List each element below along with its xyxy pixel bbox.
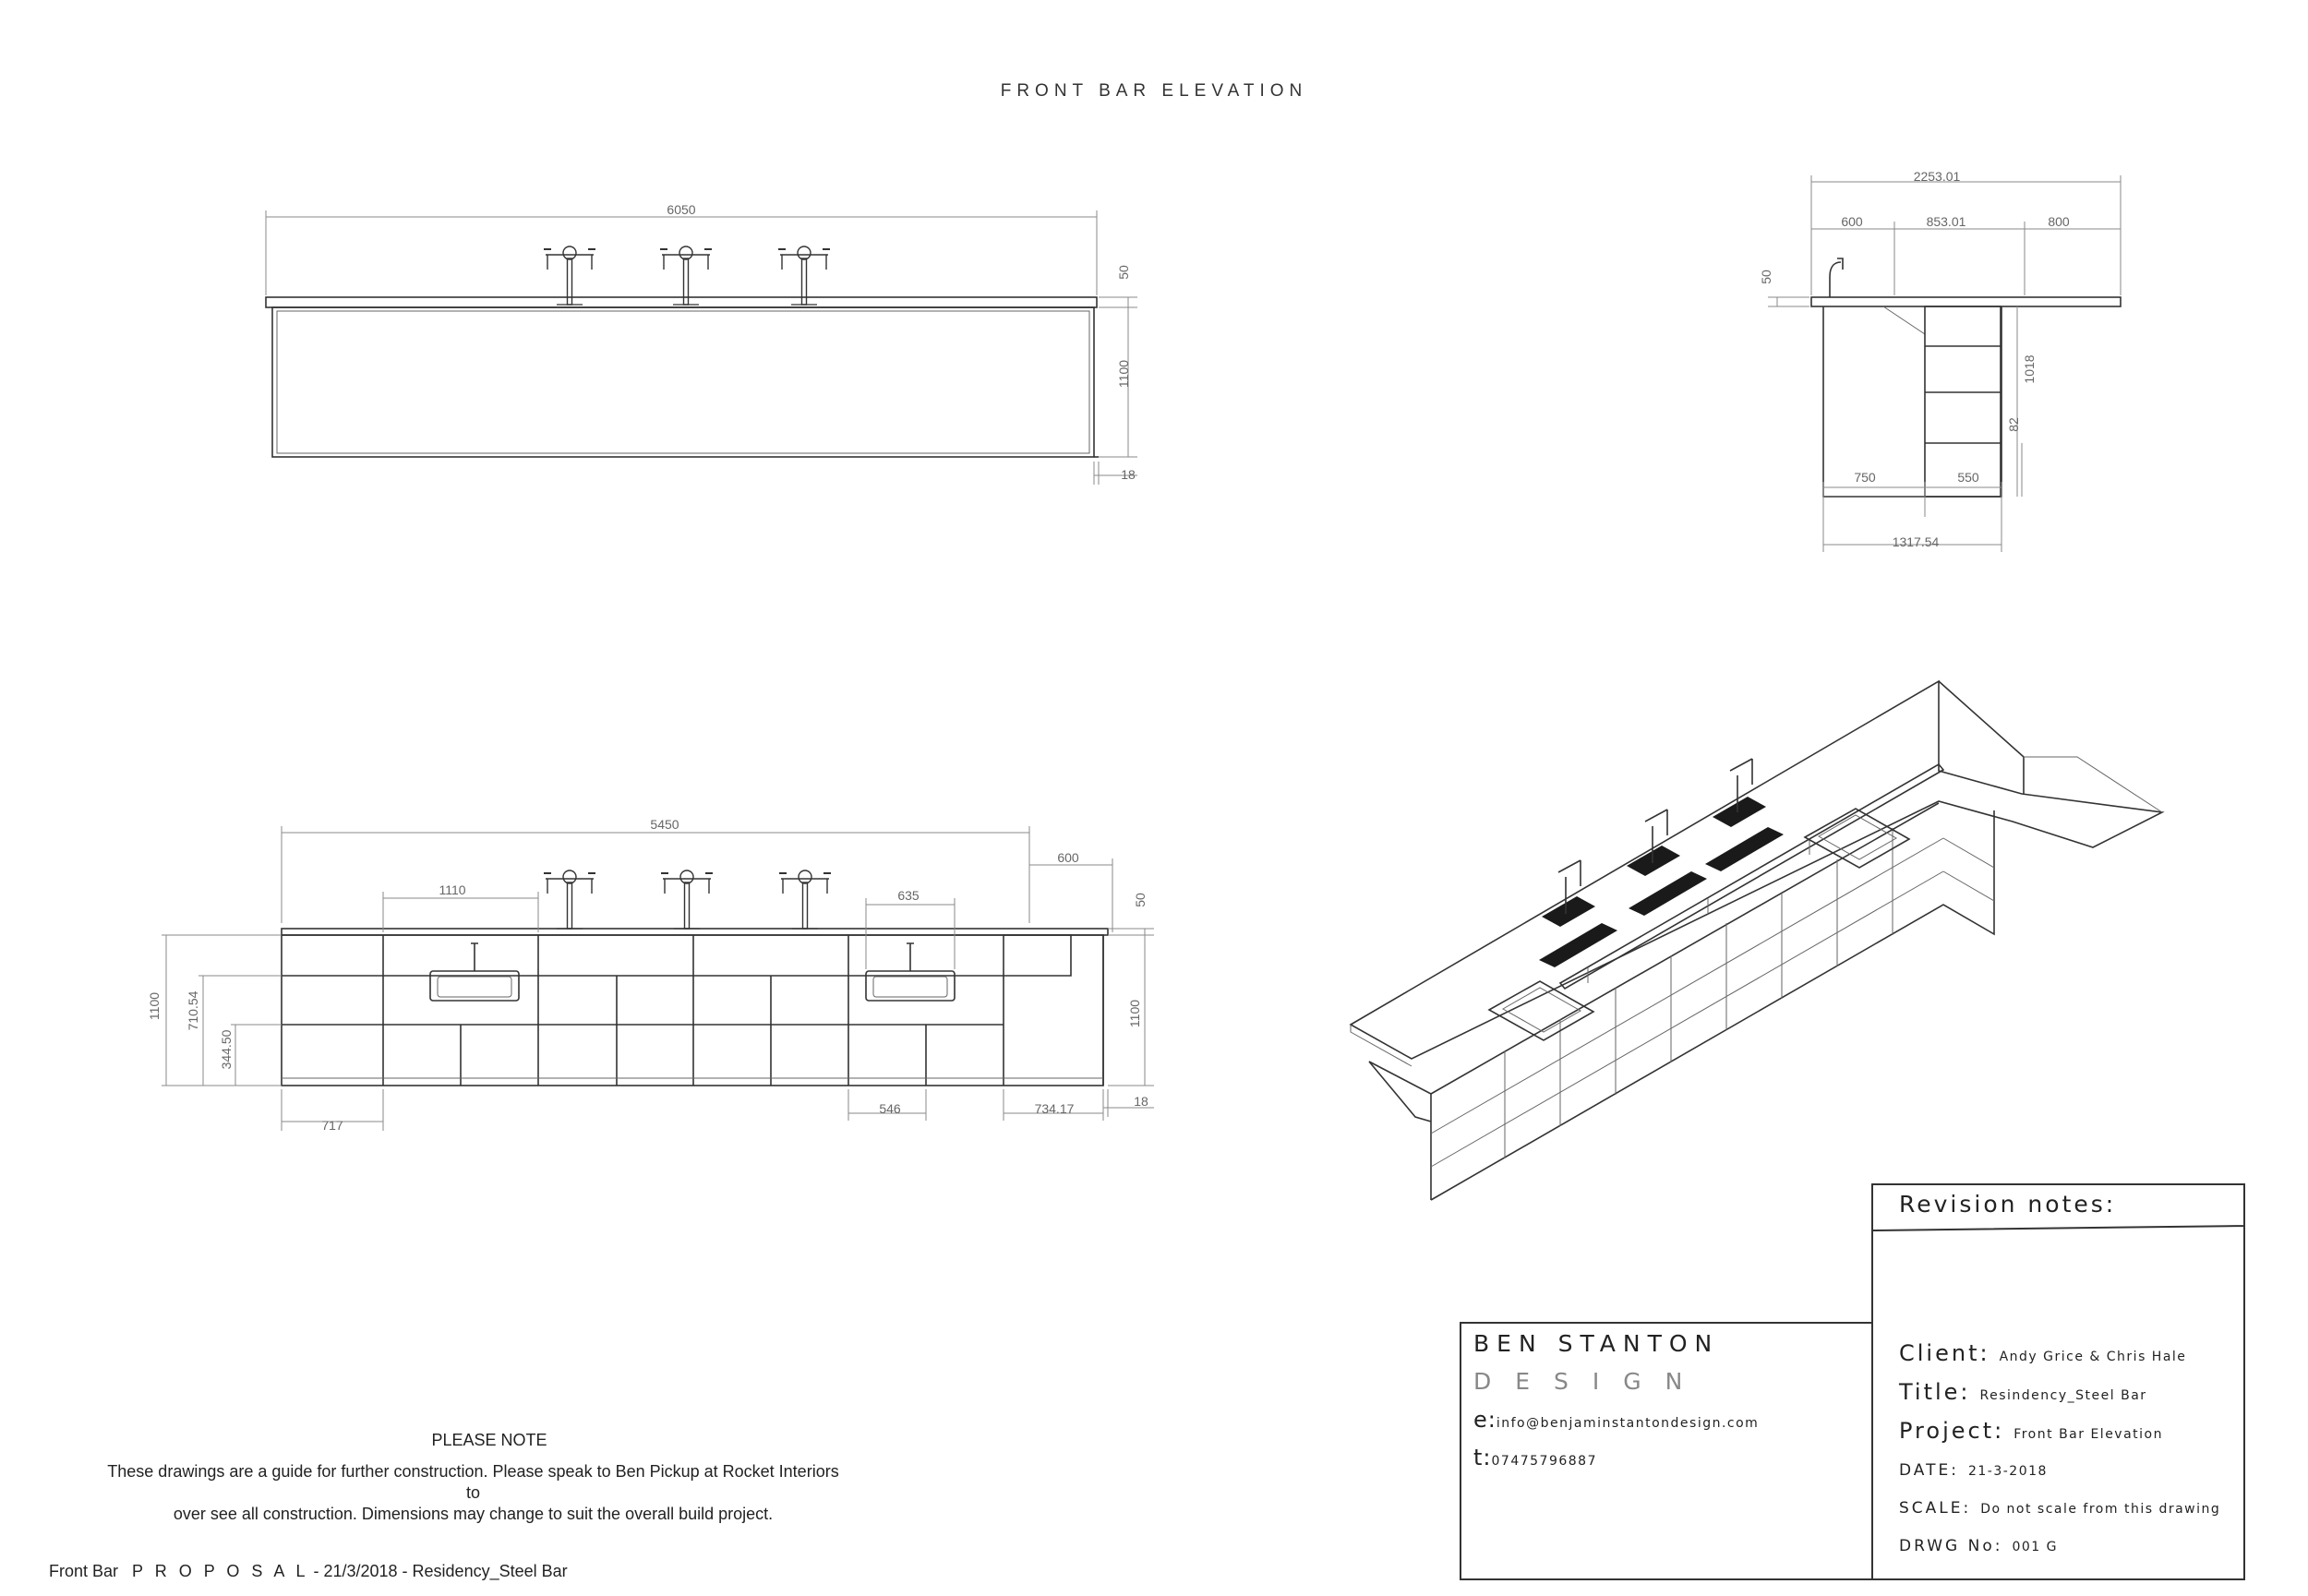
dim-side-d: 750 (1854, 470, 1876, 485)
drwg-row: DRWG No: 001 G (1899, 1537, 2058, 1555)
note-line-1: These drawings are a guide for further c… (107, 1462, 839, 1502)
project-key: Project: (1899, 1418, 2005, 1444)
side-dims-text: 2253.01 600 853.01 800 50 1018 82 750 55… (1759, 169, 2070, 549)
client-key: Client: (1899, 1340, 1990, 1366)
dim-rear-g: 18 (1134, 1094, 1148, 1109)
dim-front-overall: 6050 (667, 202, 695, 217)
project-value: Front Bar Elevation (2013, 1427, 2163, 1442)
dim-front-height: 1100 (1116, 360, 1131, 388)
dim-rear-h: 1100 (147, 992, 162, 1020)
dim-side-top: 50 (1759, 270, 1773, 284)
dim-side-base: 1317.54 (1893, 534, 1940, 549)
dim-side-e: 550 (1957, 470, 1979, 485)
note-line-2: over see all construction. Dimensions ma… (173, 1505, 774, 1523)
footer-left: Front Bar (49, 1562, 119, 1580)
phone-row: t:07475796887 (1473, 1445, 1597, 1470)
dim-rear-h2: 710.54 (186, 990, 200, 1030)
dim-rear-f: 734.17 (1035, 1101, 1075, 1116)
note-heading: PLEASE NOTE (431, 1431, 547, 1449)
title-row: Title: Resindency_Steel Bar (1899, 1379, 2147, 1405)
footer-rest: - 21/3/2018 - Residency_Steel Bar (313, 1562, 568, 1580)
dim-side-overall: 2253.01 (1914, 169, 1961, 184)
front-dims-text: 6050 50 1100 18 (667, 202, 1136, 482)
dim-rear-d: 717 (321, 1118, 343, 1133)
scale-value: Do not scale from this drawing (1980, 1502, 2221, 1517)
email-row: e:info@benjaminstantondesign.com (1473, 1407, 1759, 1433)
brand-line-2: DESIGN (1473, 1368, 1707, 1395)
revision-notes-label: Revision notes: (1899, 1191, 2117, 1218)
side-elevation (1768, 175, 2122, 552)
phone-value: 07475796887 (1491, 1454, 1597, 1469)
email-key: e: (1473, 1407, 1497, 1433)
note-body: These drawings are a guide for further c… (102, 1461, 845, 1525)
dim-rear-top: 50 (1133, 893, 1148, 907)
date-row: DATE: 21-3-2018 (1899, 1461, 2048, 1480)
footer-proposal: P R O P O S A L (132, 1562, 309, 1580)
rear-elevation (162, 826, 1154, 1131)
phone-key: t: (1473, 1445, 1492, 1470)
front-elevation (265, 210, 1137, 485)
dim-side-cab: 1018 (2022, 354, 2037, 383)
title-block-frame (1460, 1183, 2245, 1580)
scale-key: SCALE: (1899, 1499, 1972, 1518)
rear-dims-text: 5450 1110 635 600 50 1100 710.54 344.50 … (147, 817, 1148, 1133)
dim-rear-overall: 5450 (650, 817, 679, 832)
dim-rear-a: 1110 (439, 882, 465, 897)
date-key: DATE: (1899, 1461, 1959, 1480)
dim-side-plinth: 82 (2006, 417, 2021, 432)
client-value: Andy Grice & Chris Hale (1999, 1350, 2187, 1364)
dim-side-a: 600 (1841, 214, 1863, 229)
brand-line-1: BEN STANTON (1473, 1330, 1720, 1357)
scale-row: SCALE: Do not scale from this drawing (1899, 1499, 2220, 1518)
dim-side-c: 800 (2048, 214, 2070, 229)
dim-rear-h3: 344.50 (219, 1029, 234, 1069)
dim-side-b: 853.01 (1927, 214, 1966, 229)
dim-rear-e: 546 (879, 1101, 901, 1116)
dim-rear-h4: 1100 (1127, 1000, 1142, 1027)
drwg-key: DRWG No: (1899, 1537, 2003, 1555)
project-row: Project: Front Bar Elevation (1899, 1418, 2163, 1444)
drwg-value: 001 G (2012, 1540, 2058, 1554)
date-value: 21-3-2018 (1967, 1464, 2048, 1479)
dim-front-kick: 18 (1121, 467, 1136, 482)
dim-front-top: 50 (1116, 265, 1131, 280)
client-row: Client: Andy Grice & Chris Hale (1899, 1340, 2186, 1366)
sheet-title: FRONT BAR ELEVATION (1000, 81, 1308, 101)
title-value: Resindency_Steel Bar (1979, 1388, 2147, 1403)
isometric-view (1349, 679, 2165, 1201)
title-key: Title: (1899, 1379, 1971, 1405)
email-value: info@benjaminstantondesign.com (1496, 1416, 1760, 1431)
dim-rear-c: 600 (1057, 850, 1079, 865)
dim-rear-b: 635 (897, 888, 920, 903)
footer: Front Bar P R O P O S A L - 21/3/2018 - … (49, 1562, 568, 1581)
